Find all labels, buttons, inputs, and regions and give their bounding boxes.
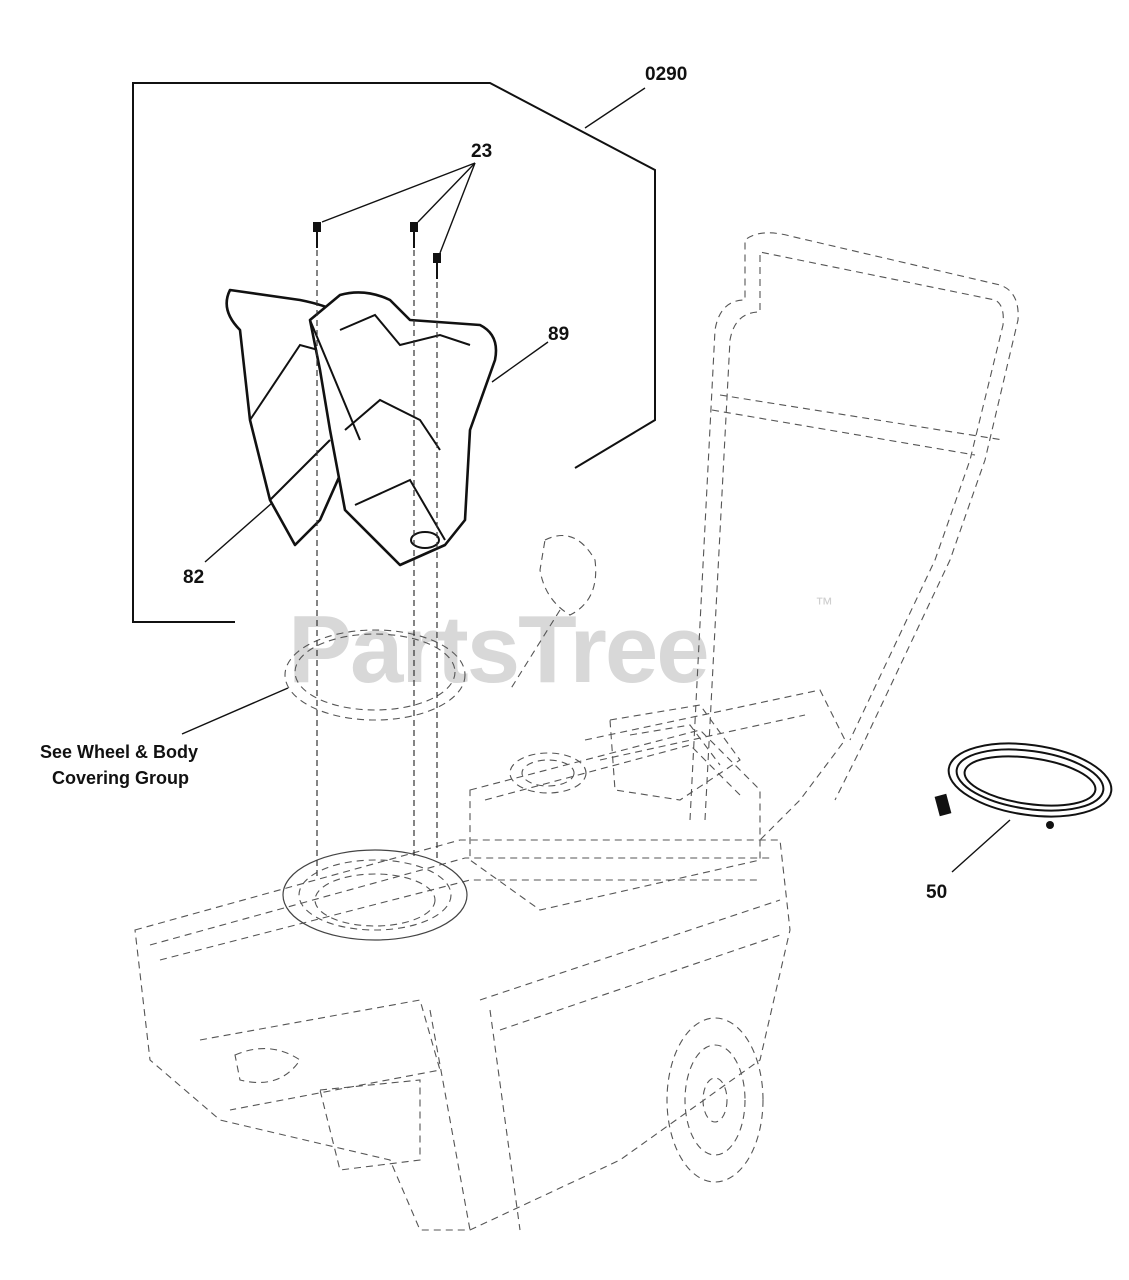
kit-frame: [132, 82, 656, 623]
callout-82: 82: [183, 567, 204, 588]
snow-thrower-body-outline: [134, 232, 1019, 1231]
callout-89: 89: [548, 324, 569, 345]
chute-upper-part: [308, 291, 498, 567]
reference-note-line1: See Wheel & Body: [40, 742, 198, 762]
callout-0290: 0290: [645, 64, 687, 85]
watermark-trademark: ™: [815, 594, 833, 614]
leader-lines: [181, 87, 1011, 873]
reference-note-line2: Covering Group: [52, 768, 189, 788]
alignment-lines: [316, 250, 438, 880]
callout-23: 23: [471, 141, 492, 162]
callout-50: 50: [926, 882, 947, 903]
watermark-brand: PartsTree: [288, 596, 708, 703]
cable-part: [934, 742, 1113, 829]
screw-part: [313, 222, 441, 279]
